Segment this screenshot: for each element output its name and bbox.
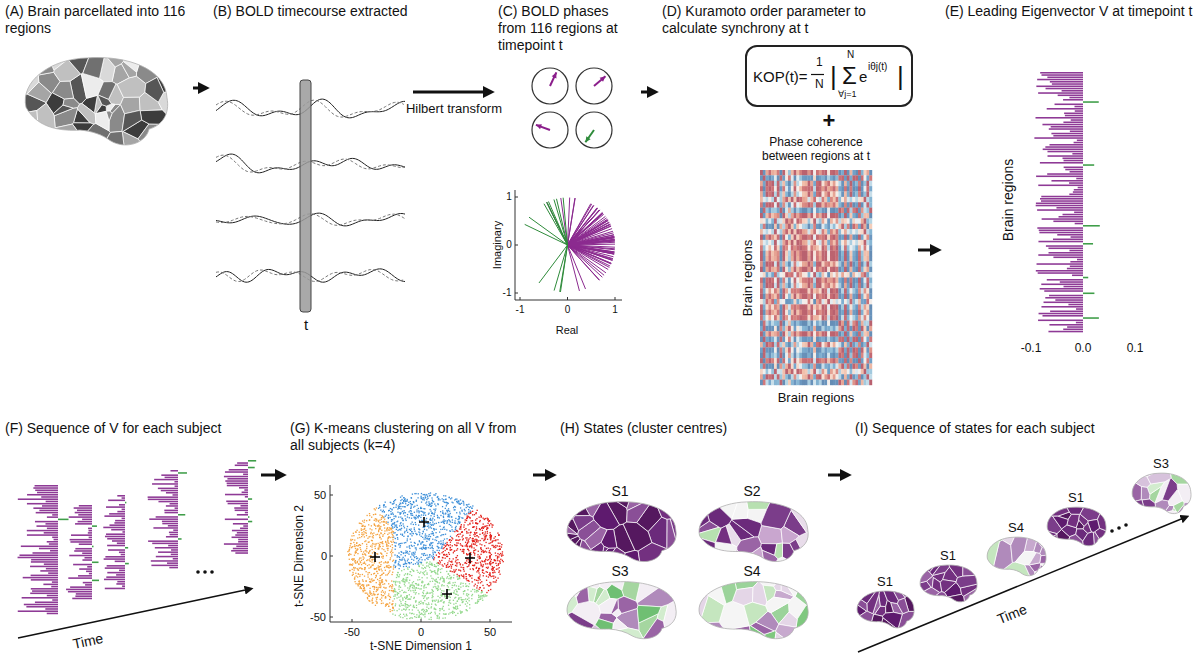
figure-page: (A) Brain parcellated into 116 regions(B…: [0, 0, 1200, 659]
